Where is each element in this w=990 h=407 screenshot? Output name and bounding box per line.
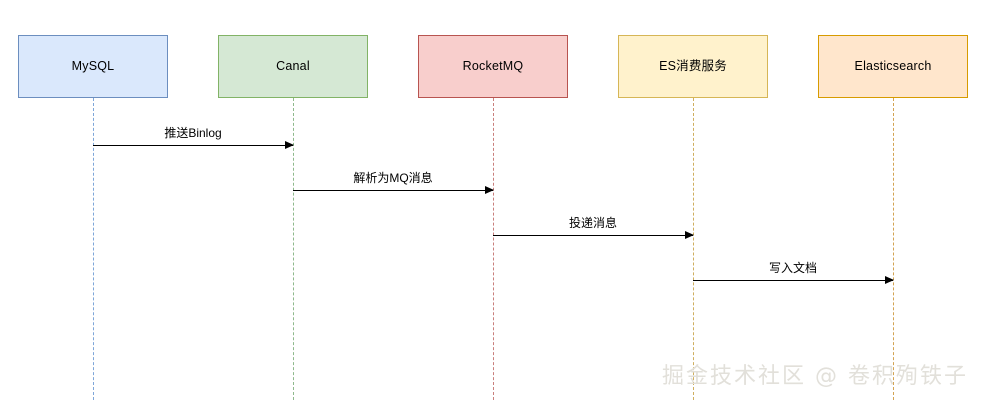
message-label: 投递消息 [568, 215, 617, 230]
watermark: 掘金技术社区 @ 卷积殉铁子 [662, 364, 968, 389]
message-line [693, 280, 893, 281]
message-line [493, 235, 693, 236]
arrow-head-icon [685, 230, 694, 239]
arrow-head-icon [885, 275, 894, 284]
participant-label: MySQL [71, 59, 115, 73]
participant-label: ES消费服务 [659, 59, 727, 73]
participant-label: RocketMQ [462, 59, 524, 73]
participant-canal[interactable]: Canal [218, 35, 368, 98]
lifeline-mysql [93, 98, 94, 400]
message-label: 推送Binlog [164, 125, 222, 140]
message-line [293, 190, 493, 191]
message-label: 写入文档 [768, 260, 817, 275]
message-line [93, 145, 293, 146]
lifeline-elasticsearch [893, 98, 894, 400]
arrow-head-icon [285, 140, 294, 149]
participant-mysql[interactable]: MySQL [18, 35, 168, 98]
participant-rocketmq[interactable]: RocketMQ [418, 35, 568, 98]
lifeline-rocketmq [493, 98, 494, 400]
participant-es-consumer[interactable]: ES消费服务 [618, 35, 768, 98]
message-label: 解析为MQ消息 [353, 170, 433, 185]
lifeline-es-consumer [693, 98, 694, 400]
participant-label: Elasticsearch [854, 59, 932, 73]
lifeline-canal [293, 98, 294, 400]
arrow-head-icon [485, 185, 494, 194]
participant-label: Canal [276, 59, 310, 73]
participant-elasticsearch[interactable]: Elasticsearch [818, 35, 968, 98]
